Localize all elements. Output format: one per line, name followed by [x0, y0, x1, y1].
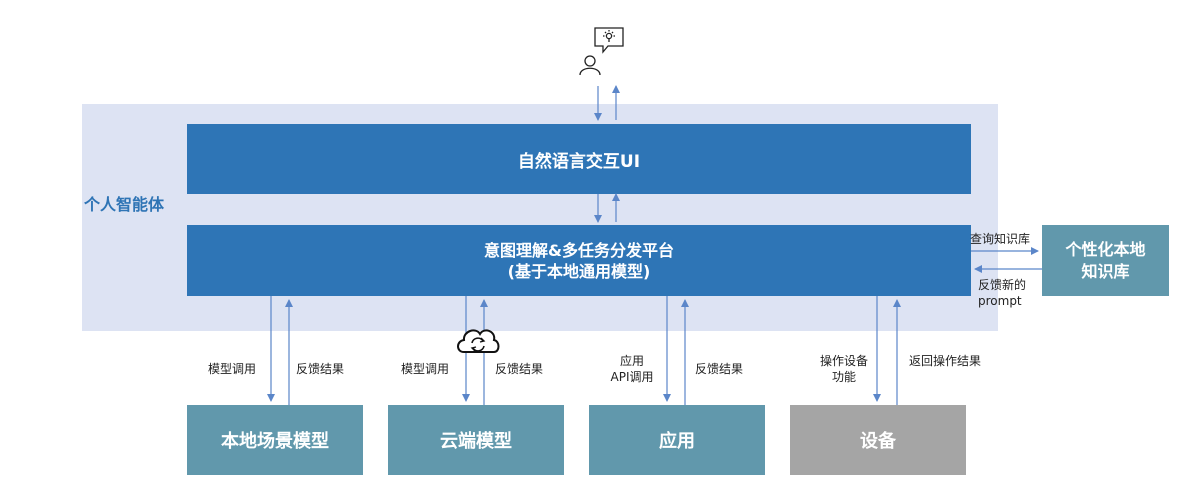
- feedback-prompt-label: 反馈新的 prompt: [978, 277, 1026, 309]
- local-knowledge-base-box: 个性化本地 知识库: [1042, 225, 1169, 296]
- device-operation-line2: 功能: [831, 370, 856, 384]
- query-knowledge-base-label: 查询知识库: [970, 232, 1031, 246]
- app-api-call-line2: API调用: [610, 370, 654, 384]
- local-scene-model-label: 本地场景模型: [221, 431, 329, 452]
- local-model-call-label: 模型调用: [208, 362, 257, 376]
- device-operation-label: 操作设备 功能: [814, 353, 874, 385]
- device-result-label: 返回操作结果: [909, 354, 982, 368]
- personal-agent-label: 个人智能体: [84, 195, 165, 214]
- knowledge-base-line2: 知识库: [1081, 261, 1130, 281]
- cloud-model-call-label: 模型调用: [401, 362, 450, 376]
- cloud-model-box: 云端模型: [388, 405, 564, 475]
- local-scene-model-box: 本地场景模型: [187, 405, 363, 475]
- cloud-model-result-label: 反馈结果: [495, 362, 544, 376]
- device-operation-line1: 操作设备: [819, 354, 868, 368]
- intent-platform-title: 意图理解&多任务分发平台: [484, 240, 674, 260]
- cloud-sync-icon: [457, 329, 500, 353]
- cloud-model-label: 云端模型: [440, 431, 512, 452]
- app-result-label: 反馈结果: [695, 362, 744, 376]
- natural-language-ui-bar: 自然语言交互UI: [187, 124, 971, 194]
- app-api-call-label: 应用 API调用: [604, 353, 660, 385]
- feedback-prompt-line2: prompt: [978, 294, 1022, 308]
- device-box: 设备: [790, 405, 966, 475]
- application-label: 应用: [659, 431, 695, 452]
- knowledge-base-line1: 个性化本地: [1065, 239, 1146, 259]
- device-label: 设备: [860, 431, 896, 452]
- intent-platform-bar: 意图理解&多任务分发平台 (基于本地通用模型): [187, 225, 971, 296]
- application-box: 应用: [589, 405, 765, 475]
- natural-language-ui-label: 自然语言交互UI: [517, 151, 641, 172]
- user-idea-icon: [579, 27, 624, 76]
- local-model-result-label: 反馈结果: [296, 362, 345, 376]
- app-api-call-line1: 应用: [619, 354, 644, 368]
- feedback-prompt-line1: 反馈新的: [978, 278, 1027, 292]
- intent-platform-subtitle: (基于本地通用模型): [507, 261, 651, 281]
